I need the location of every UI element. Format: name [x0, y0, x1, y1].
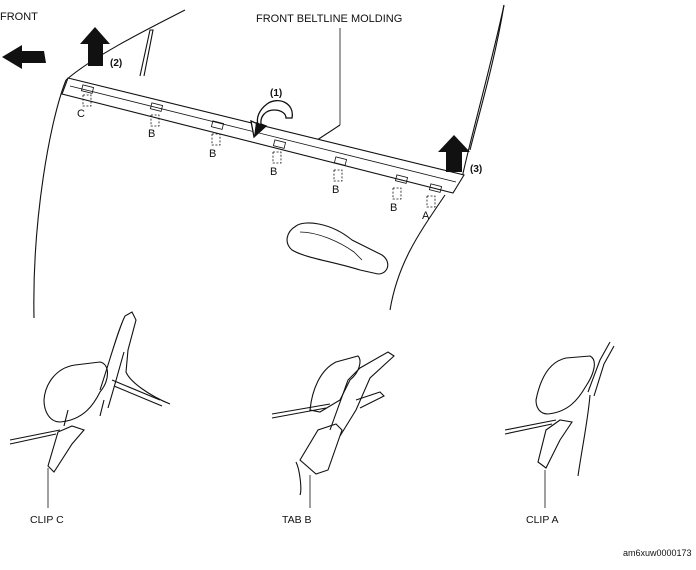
slot-tab-b-2 [210, 120, 225, 130]
step-3-label: (3) [470, 164, 482, 175]
slot-clip-c [80, 84, 95, 94]
front-arrow-icon [2, 45, 46, 69]
slot-tab-b-3 [272, 139, 287, 149]
clip-c-caption: CLIP C [30, 514, 64, 526]
front-label: FRONT [0, 11, 38, 23]
step-1-label: (1) [270, 88, 282, 99]
slot-tab-b-5 [394, 174, 409, 184]
tab-b-mark-3: B [270, 166, 277, 178]
tab-b-mark-5: B [390, 202, 397, 214]
slot-clip-a [428, 183, 443, 193]
clip-a-mark: A [422, 210, 430, 222]
step-1-indicator: (1) [250, 88, 293, 139]
tab-b-mark-2: B [209, 148, 216, 160]
front-beltline-molding [61, 77, 465, 194]
step-2-label: (2) [110, 58, 122, 69]
tab-b-caption: TAB B [282, 514, 312, 526]
slot-tab-b-1 [149, 102, 164, 112]
up-arrow-icon [80, 27, 110, 66]
figure-code: am6xuw0000173 [623, 548, 692, 558]
clip-c-mark: C [77, 108, 85, 120]
step-2-indicator: (2) [80, 27, 122, 69]
tab-b-detail: TAB B [271, 351, 395, 526]
clip-c-detail: CLIP C [9, 311, 171, 526]
door-handle [286, 222, 389, 275]
diagram-title: FRONT BELTLINE MOLDING [256, 13, 402, 25]
clip-a-detail: CLIP A [504, 341, 615, 526]
slot-tab-b-4 [333, 156, 348, 166]
front-direction-indicator: FRONT [0, 11, 46, 69]
step-3-indicator: (3) [438, 135, 482, 175]
clip-a-caption: CLIP A [526, 514, 559, 526]
hidden-clip-outlines [82, 94, 436, 208]
tab-b-mark-4: B [332, 184, 339, 196]
door-outline [33, 4, 505, 319]
clip-slots [80, 84, 443, 193]
tab-b-mark-1: B [148, 128, 155, 140]
up-arrow-icon [438, 135, 470, 172]
